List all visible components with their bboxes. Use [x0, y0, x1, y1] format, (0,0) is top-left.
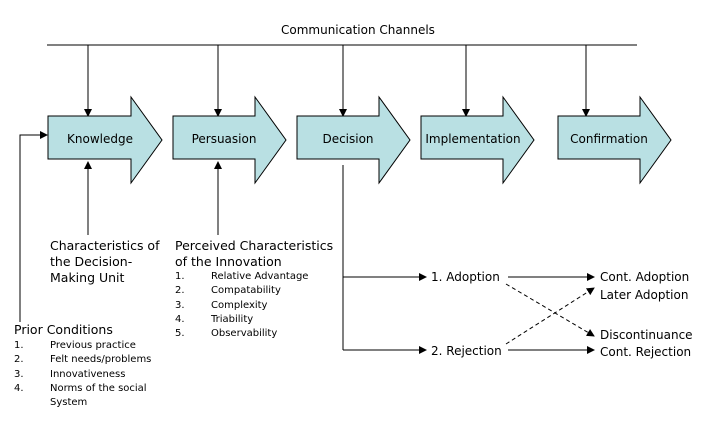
stage-label-persuasion: Persuasion [191, 132, 257, 146]
stage-arrow-knowledge [47, 95, 163, 185]
prior-conditions-list: 1.Previous practice 2.Felt needs/problem… [14, 339, 174, 410]
list-item: 2.Felt needs/problems [14, 354, 152, 366]
later-adoption-label: Later Adoption [600, 288, 689, 302]
stage-arrow-persuasion [172, 95, 287, 185]
list-item: 3.Innovativeness [14, 368, 126, 380]
decision-unit-title: Characteristics of the Decision- Making … [50, 238, 160, 285]
list-item: 5.Observability [175, 328, 278, 340]
stage-arrow-implementation [420, 95, 535, 185]
list-item: 1.Previous practice [14, 340, 136, 351]
list-item: 4.Triability [175, 313, 254, 325]
list-item: 2.Compatability [175, 285, 281, 297]
stage-arrow-decision [296, 95, 411, 185]
cont-adoption-label: Cont. Adoption [600, 270, 690, 284]
communication-channels-label: Communication Channels [281, 23, 435, 37]
discontinuance-arrow [505, 283, 595, 337]
innovation-title: Perceived Characteristics of the Innovat… [175, 238, 334, 269]
stage-label-decision: Decision [322, 132, 374, 146]
stage-label-implementation: Implementation [425, 132, 521, 146]
prior-conditions-connector [19, 131, 48, 322]
list-item: 3.Complexity [175, 299, 268, 311]
later-adoption-arrow [505, 287, 595, 345]
stage-arrow-confirmation [557, 95, 672, 185]
rejection-label: 2. Rejection [431, 344, 502, 358]
stage-label-knowledge: Knowledge [67, 132, 133, 146]
cont-rejection-label: Cont. Rejection [600, 345, 692, 359]
stage-label-confirmation: Confirmation [570, 132, 648, 146]
adoption-label: 1. Adoption [431, 270, 500, 284]
list-item: 1.Relative Advantage [175, 271, 309, 282]
innovation-list: 1.Relative Advantage 2.Compatability 3.C… [175, 270, 335, 341]
list-item: System [50, 397, 88, 409]
list-item: 4.Norms of the social [14, 382, 147, 394]
prior-conditions-title: Prior Conditions [14, 322, 113, 337]
discontinuance-label: Discontinuance [600, 328, 693, 342]
